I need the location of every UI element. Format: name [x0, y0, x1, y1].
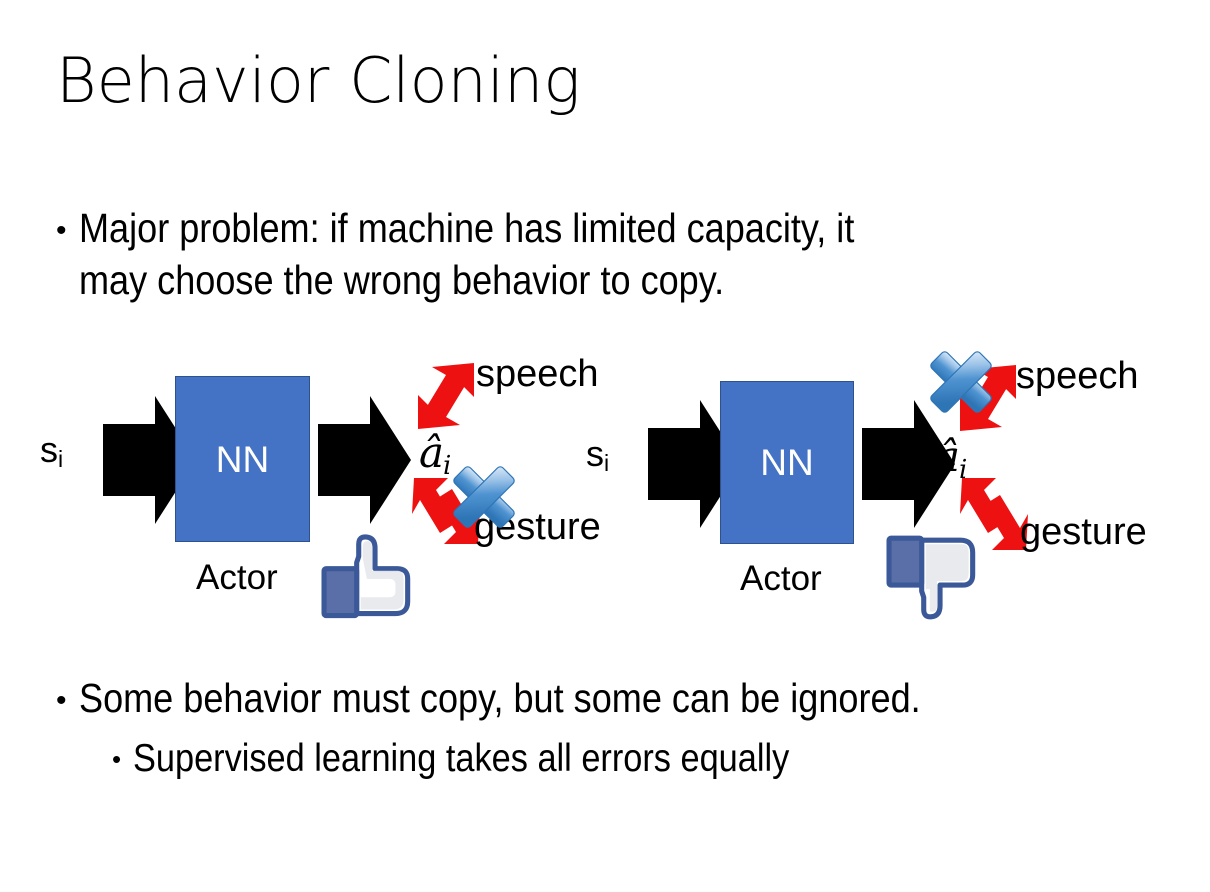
bullet-text-some-behavior: Some behavior must copy, but some can be… — [78, 675, 921, 721]
output-label-gesture-right: gesture — [1020, 511, 1147, 553]
bullet-marker-icon: • — [112, 744, 122, 774]
actor-caption-left: Actor — [196, 558, 278, 597]
action-label-right: âi — [935, 432, 968, 485]
actor-caption-right: Actor — [740, 559, 822, 598]
nn-box-label: NN — [760, 442, 814, 483]
diagram-positive-feedback: si NN Actor âi — [40, 353, 601, 619]
bullet-text-problem: Major problem: if machine has limited ca… — [78, 205, 854, 303]
bullet-text-supervised: Supervised learning takes all errors equ… — [133, 737, 790, 780]
state-label-left: si — [40, 429, 64, 473]
page-title: Behavior Cloning — [56, 44, 581, 117]
bullet-marker-icon: • — [56, 214, 67, 247]
nn-box-right: NN — [720, 381, 854, 544]
action-label-left: âi — [419, 428, 452, 481]
bullet-item-problem: • Major problem: if machine has limited … — [56, 202, 1176, 306]
bullet-marker-icon: • — [56, 684, 67, 717]
output-label-speech-right: speech — [1016, 355, 1139, 397]
bullet-item-supervised: • Supervised learning takes all errors e… — [112, 733, 1172, 785]
state-label-right: si — [586, 433, 610, 477]
red-arrow-speech-left — [418, 363, 474, 429]
output-label-speech-left: speech — [476, 353, 599, 395]
bullet-item-some-behavior: • Some behavior must copy, but some can … — [56, 672, 1176, 724]
nn-box-left: NN — [175, 376, 310, 542]
red-arrow-gesture-right — [960, 478, 1028, 550]
nn-box-label: NN — [215, 438, 270, 480]
